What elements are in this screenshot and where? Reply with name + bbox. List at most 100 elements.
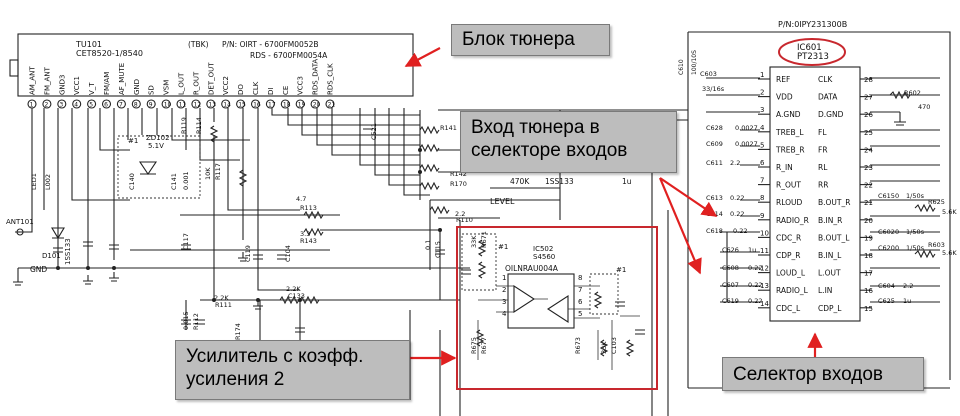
schematic-part-label: C521 bbox=[370, 123, 378, 140]
tuner-pin-label: VCC1 bbox=[73, 76, 81, 95]
ic601-right-pin-number: 27 bbox=[864, 94, 873, 102]
ic601-part-label: C625 bbox=[878, 297, 895, 305]
tuner-pin-label: VSM bbox=[163, 80, 171, 95]
ic601-right-pin-label: CDP_L bbox=[818, 304, 842, 313]
ic601-part-label: C619 bbox=[722, 297, 739, 305]
tuner-pin-label: L_OUT bbox=[178, 72, 186, 95]
schematic-part-label: R114 bbox=[195, 117, 203, 134]
schematic-part-label: R170 bbox=[450, 180, 467, 188]
schematic-part-label: 0.1 bbox=[424, 240, 432, 250]
schematic-part-label: R174 bbox=[234, 323, 242, 340]
resistor-symbol bbox=[279, 295, 300, 305]
tuner-pin-circle bbox=[236, 99, 246, 109]
tuner-pin-circle bbox=[250, 99, 261, 109]
amplifier-highlight-box bbox=[456, 226, 658, 390]
ic601-right-pin-label: DATA bbox=[818, 93, 838, 102]
ic601-right-pin-number: 18 bbox=[864, 252, 873, 260]
schematic-part-label: C140 bbox=[128, 173, 136, 190]
schematic-part-label: C133 bbox=[288, 292, 305, 300]
arrow-tuner bbox=[404, 47, 441, 67]
tuner-pin-number: 11 bbox=[179, 102, 187, 109]
ic601-part-label: 0.22 bbox=[748, 264, 762, 272]
ant-label: ANT101 bbox=[6, 218, 34, 226]
ic601-part-label: 5.6K bbox=[942, 208, 957, 216]
level-label: LEVEL bbox=[490, 197, 515, 206]
arrow-input-2 bbox=[658, 177, 702, 275]
ground-symbol bbox=[83, 275, 93, 285]
d101-part: 1SS133 bbox=[64, 238, 72, 265]
tuner-pin-circle bbox=[116, 99, 126, 109]
tuner-pin-label: VCC2 bbox=[222, 76, 230, 95]
ic601-part-label: 2.2 bbox=[903, 282, 913, 290]
schematic-part-label: 2.2 bbox=[455, 210, 465, 218]
ic601-left-pin-label: LOUD_L bbox=[776, 269, 806, 278]
schematic-part-label: L002 bbox=[44, 174, 52, 190]
tuner-pin-circle bbox=[221, 99, 231, 109]
ic601-left-pin-number: 6 bbox=[760, 159, 765, 167]
tuner-pin-number: 9 bbox=[149, 102, 153, 109]
ic601-left-pin-number: 14 bbox=[760, 300, 769, 308]
tuner-pin-circle bbox=[191, 99, 201, 109]
schematic-part-label: R111 bbox=[215, 301, 232, 309]
schematic-part-label: 10K bbox=[204, 167, 212, 180]
resistor-symbol bbox=[299, 295, 320, 305]
ic601-right-pin-label: FL bbox=[818, 128, 827, 137]
c610-label: C610 bbox=[678, 59, 685, 75]
ic601-left-pin-number: 10 bbox=[760, 229, 769, 237]
ic601-part-label: 0.22 bbox=[733, 227, 747, 235]
tuner-wiring bbox=[15, 108, 470, 416]
ic601-part: PT2313 bbox=[797, 52, 829, 62]
tuner-pin-number: 5 bbox=[89, 102, 93, 109]
schematic-part-label: R141 bbox=[440, 124, 457, 132]
ic601-part-label: C6020 bbox=[878, 228, 899, 236]
resistor-symbol bbox=[419, 125, 440, 135]
ic601-left-pin-label: RLOUD bbox=[776, 198, 803, 207]
ic601-part-label: R603 bbox=[928, 241, 945, 249]
ic601-part-label: 1u bbox=[748, 246, 756, 254]
ic601-left-pin-label: RADIO_L bbox=[776, 286, 809, 295]
ground-symbol bbox=[238, 252, 248, 262]
capacitor-symbol bbox=[295, 327, 305, 333]
ic502-pn: OILNRAU004A bbox=[505, 264, 559, 273]
tuner-model: CET8520-1/8540 bbox=[76, 49, 143, 58]
tuner-maker: (TBK) bbox=[188, 40, 209, 49]
callout-tuner-block: Блок тюнера bbox=[451, 24, 610, 56]
gnd-label: GND bbox=[30, 265, 47, 274]
ic601-part-label: C626 bbox=[722, 246, 739, 254]
junction-dot bbox=[112, 266, 116, 270]
schematic-part-label: 4.7 bbox=[296, 195, 306, 203]
d101-label: D101 bbox=[42, 252, 61, 260]
schematic-part-label: R671 bbox=[480, 231, 488, 248]
tuner-pin-label: DI bbox=[267, 88, 275, 95]
ic601-part-label: C609 bbox=[706, 140, 723, 148]
ic502-pin-number: 7 bbox=[578, 286, 582, 294]
ic601-left-pin-number: 5 bbox=[760, 141, 764, 149]
capacitor-symbol bbox=[195, 319, 205, 325]
ic601-right-pin-label: D.GND bbox=[818, 110, 844, 119]
schematic-part-label: R675 bbox=[470, 337, 478, 354]
schematic-part-label: R142 bbox=[450, 170, 467, 178]
tuner-pin-circle bbox=[87, 99, 97, 109]
resistor-symbol bbox=[477, 239, 487, 257]
ic601-part-label: 0.22 bbox=[748, 297, 762, 305]
tuner-pin-number: 14 bbox=[223, 102, 231, 109]
resistor-symbol bbox=[889, 90, 911, 100]
ic601-part-label: 1u bbox=[903, 297, 911, 305]
tuner-pin-number: 21 bbox=[328, 102, 336, 109]
zd102-label: ZD102 bbox=[146, 134, 170, 142]
amplifier-block: IC502 S4560 OILNRAU004A bbox=[456, 226, 658, 390]
resistor-symbol bbox=[303, 210, 324, 220]
junction-dot bbox=[256, 298, 260, 302]
ground-symbol bbox=[109, 272, 119, 282]
tuner-pin-circle bbox=[295, 99, 305, 109]
ic601-left-pin-number: 11 bbox=[760, 247, 769, 255]
amp-dashed-box-right bbox=[589, 273, 619, 315]
ic601-part-label: 0.22 bbox=[730, 194, 744, 202]
ic601-part-label: 33/16s bbox=[702, 85, 725, 93]
ic502-pin-number: 1 bbox=[502, 274, 506, 282]
ic502-ref: IC502 bbox=[533, 245, 553, 253]
ic601-left-pin-number: 13 bbox=[760, 282, 769, 290]
resistor-symbol bbox=[419, 163, 440, 173]
